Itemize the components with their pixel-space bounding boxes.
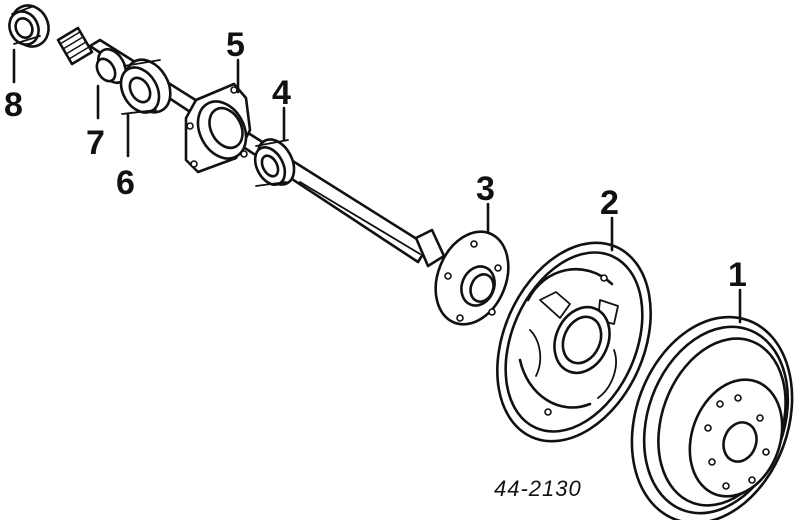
retainer-icon	[184, 82, 252, 174]
bearing-icon	[119, 58, 172, 115]
backing-plate-icon	[496, 241, 652, 443]
axle-flange-icon	[434, 230, 510, 326]
callout-6: 6	[116, 164, 135, 202]
callout-5: 5	[226, 26, 245, 64]
leader-lines	[12, 48, 742, 324]
oil-seal-icon	[8, 4, 50, 48]
callout-8: 8	[4, 86, 23, 124]
callout-7: 7	[86, 124, 105, 162]
callout-4: 4	[272, 74, 291, 112]
callout-2: 2	[600, 184, 619, 222]
callout-1: 1	[728, 256, 747, 294]
part-number: 44-2130	[494, 476, 582, 501]
callout-3: 3	[476, 170, 495, 208]
bearing-icon	[253, 138, 296, 187]
brake-drum-icon	[630, 315, 794, 520]
